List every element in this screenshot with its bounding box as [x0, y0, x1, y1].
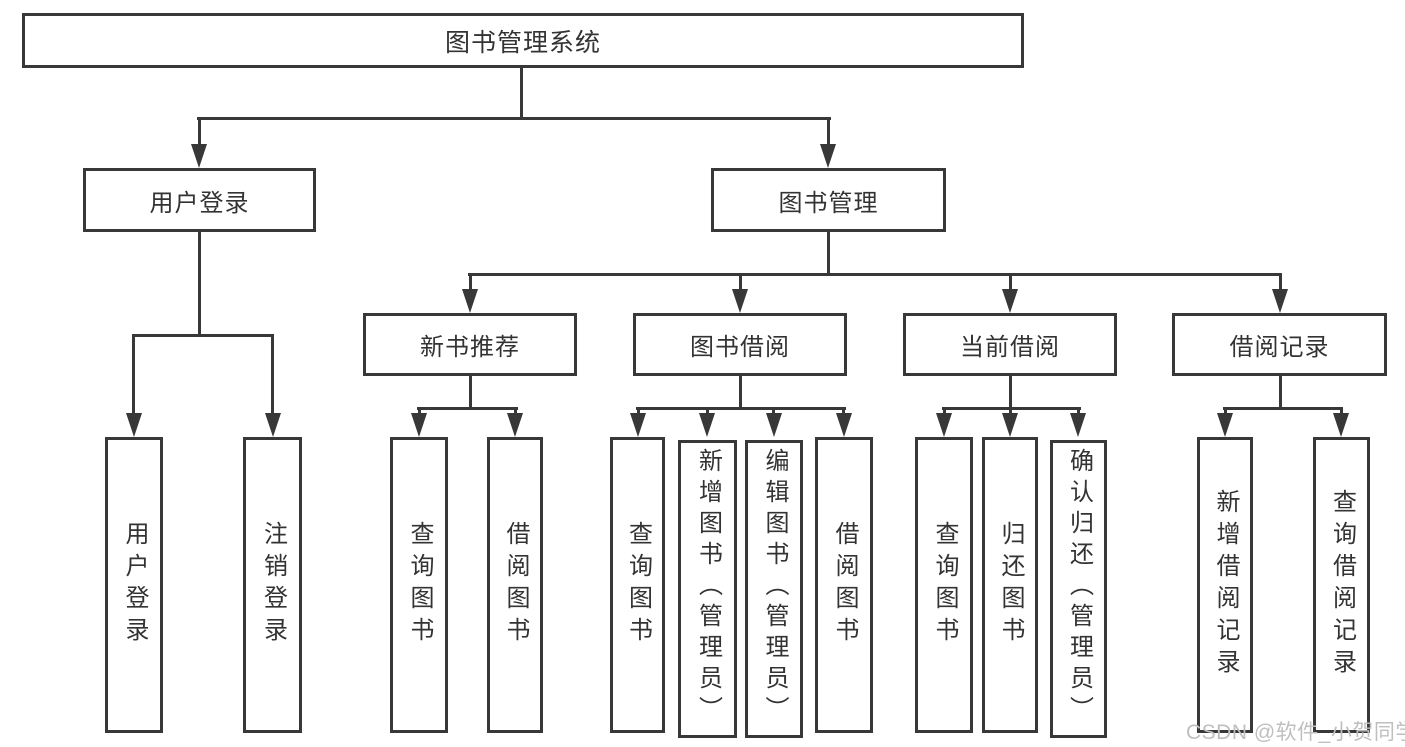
- connector-line: [1009, 273, 1012, 291]
- arrowhead-down-icon: [265, 413, 281, 437]
- leaf-user-login: 用户登录: [105, 437, 163, 733]
- node-label: 图书借阅: [690, 334, 790, 361]
- node-new-book-recommend: 新书推荐: [363, 313, 577, 376]
- connector-line: [1279, 376, 1282, 407]
- node-current-borrow: 当前借阅: [903, 313, 1117, 376]
- leaf-label: 注销登录: [259, 521, 287, 649]
- node-root-system: 图书管理系统: [22, 13, 1024, 68]
- leaf-label: 编辑图书（管理员）: [761, 448, 788, 727]
- leaf-label: 借阅图书: [502, 521, 529, 649]
- connector-line: [706, 407, 709, 415]
- arrowhead-down-icon: [1002, 413, 1018, 437]
- leaf-edit-books-admin: 编辑图书（管理员）: [745, 440, 803, 738]
- connector-line: [271, 334, 274, 415]
- leaf-label: 查询图书: [406, 521, 433, 649]
- node-label: 当前借阅: [960, 334, 1060, 361]
- leaf-add-borrow-record: 新增借阅记录: [1197, 437, 1253, 733]
- leaf-label: 查询图书: [931, 521, 958, 649]
- connector-line: [469, 376, 472, 410]
- connector-line: [637, 407, 640, 415]
- node-user-login-branch: 用户登录: [83, 168, 316, 232]
- arrowhead-down-icon: [411, 413, 427, 437]
- leaf-borrow-books-2: 借阅图书: [815, 437, 873, 733]
- leaf-logout: 注销登录: [243, 437, 302, 733]
- leaf-label: 新增借阅记录: [1212, 489, 1239, 681]
- connector-line: [739, 273, 742, 291]
- node-book-borrow: 图书借阅: [633, 313, 847, 376]
- connector-line: [197, 117, 831, 120]
- connector-line: [468, 273, 1282, 276]
- node-label: 借阅记录: [1229, 334, 1330, 361]
- connector-line: [1224, 407, 1227, 415]
- arrowhead-down-icon: [462, 289, 478, 313]
- node-label: 用户登录: [149, 189, 250, 217]
- arrowhead-down-icon: [1002, 289, 1018, 313]
- leaf-confirm-return-admin: 确认归还（管理员）: [1050, 440, 1107, 738]
- connector-line: [827, 117, 830, 146]
- connector-line: [198, 232, 201, 336]
- connector-line: [1279, 273, 1282, 291]
- leaf-borrow-books-1: 借阅图书: [487, 437, 543, 733]
- leaf-label: 查询图书: [624, 521, 652, 649]
- csdn-watermark: CSDN @软件_小贺同学: [1186, 721, 1405, 744]
- leaf-add-books-admin: 新增图书（管理员）: [678, 440, 737, 738]
- connector-line: [132, 334, 274, 337]
- leaf-label: 借阅图书: [831, 521, 858, 649]
- connector-line: [772, 407, 775, 415]
- connector-line: [1009, 376, 1012, 410]
- connector-line: [1340, 407, 1343, 415]
- leaf-query-books-1: 查询图书: [390, 437, 448, 733]
- connector-line: [514, 407, 517, 415]
- leaf-label: 用户登录: [121, 521, 148, 649]
- connector-line: [636, 407, 846, 410]
- arrowhead-down-icon: [630, 413, 646, 437]
- connector-line: [418, 407, 421, 415]
- arrowhead-down-icon: [836, 413, 852, 437]
- connector-line: [469, 273, 472, 291]
- arrowhead-down-icon: [732, 289, 748, 313]
- connector-line: [1009, 407, 1012, 415]
- arrowhead-down-icon: [1272, 289, 1288, 313]
- arrowhead-down-icon: [820, 144, 836, 168]
- leaf-label: 确认归还（管理员）: [1065, 448, 1093, 727]
- node-label: 图书管理: [778, 189, 879, 217]
- leaf-query-books-2: 查询图书: [610, 437, 665, 733]
- leaf-query-borrow-record: 查询借阅记录: [1313, 437, 1370, 733]
- connector-line: [943, 407, 946, 415]
- connector-line: [1223, 407, 1343, 410]
- leaf-return-books: 归还图书: [982, 437, 1038, 733]
- leaf-query-books-3: 查询图书: [915, 437, 973, 733]
- arrowhead-down-icon: [936, 413, 952, 437]
- connector-line: [417, 407, 518, 410]
- connector-line: [842, 407, 845, 415]
- connector-line: [132, 334, 135, 415]
- arrowhead-down-icon: [1217, 413, 1233, 437]
- connector-line: [198, 117, 201, 146]
- connector-line: [739, 376, 742, 410]
- leaf-label: 归还图书: [997, 521, 1024, 649]
- arrowhead-down-icon: [507, 413, 523, 437]
- connector-line: [1077, 407, 1080, 415]
- arrowhead-down-icon: [191, 144, 207, 168]
- connector-line: [520, 66, 523, 119]
- node-borrow-records: 借阅记录: [1172, 313, 1387, 376]
- arrowhead-down-icon: [1070, 413, 1086, 437]
- leaf-label: 新增图书（管理员）: [694, 448, 722, 727]
- leaf-label: 查询借阅记录: [1328, 489, 1356, 681]
- arrowhead-down-icon: [699, 413, 715, 437]
- arrowhead-down-icon: [766, 413, 782, 437]
- connector-line: [827, 232, 830, 275]
- arrowhead-down-icon: [126, 413, 142, 437]
- node-label: 新书推荐: [420, 334, 520, 361]
- node-book-management-branch: 图书管理: [711, 168, 946, 232]
- node-label: 图书管理系统: [444, 28, 601, 57]
- arrowhead-down-icon: [1333, 413, 1349, 437]
